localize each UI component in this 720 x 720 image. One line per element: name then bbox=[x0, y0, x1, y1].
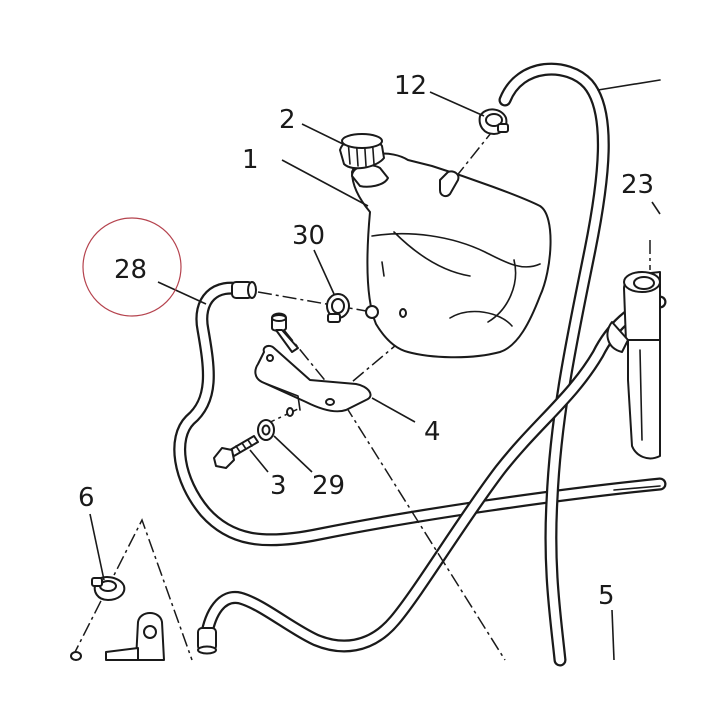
frame-edge-line bbox=[597, 79, 661, 91]
callout-23: 23 bbox=[621, 170, 654, 200]
callout-6: 6 bbox=[78, 483, 95, 513]
hose-clip-12 bbox=[478, 108, 509, 135]
callout-3: 3 bbox=[270, 471, 287, 501]
lower-bracket bbox=[70, 612, 165, 661]
tank-cap bbox=[339, 133, 385, 170]
callout-12: 12 bbox=[394, 71, 427, 101]
axis-line-long bbox=[344, 404, 506, 661]
bolt-3 bbox=[213, 435, 259, 469]
filler-neck-23 bbox=[606, 271, 661, 460]
lower-hose-end bbox=[197, 627, 217, 655]
leader-6 bbox=[89, 513, 105, 581]
callout-4: 4 bbox=[424, 417, 441, 447]
axis-line-6 bbox=[71, 518, 193, 661]
leader-1 bbox=[281, 159, 369, 207]
callout-29: 29 bbox=[312, 471, 345, 501]
leader-2 bbox=[301, 123, 346, 146]
bracket-screw bbox=[271, 312, 299, 353]
hose-main-loop bbox=[173, 281, 667, 547]
washer-29 bbox=[257, 419, 275, 441]
callout-2: 2 bbox=[279, 105, 296, 135]
callout-1: 1 bbox=[242, 145, 259, 175]
leader-28 bbox=[157, 281, 207, 305]
callout-5: 5 bbox=[598, 581, 615, 611]
axis-line-30 bbox=[257, 291, 373, 313]
leader-29 bbox=[273, 435, 313, 473]
expansion-tank bbox=[339, 133, 552, 359]
hose-end-fitting bbox=[231, 281, 257, 299]
callout-30: 30 bbox=[292, 221, 325, 251]
leader-3 bbox=[249, 449, 269, 473]
mounting-bracket bbox=[254, 344, 372, 417]
leader-23 bbox=[651, 201, 661, 215]
hose-lower-sweep bbox=[199, 295, 667, 653]
leader-30 bbox=[313, 249, 335, 295]
frame-edge-line-lower bbox=[613, 485, 661, 491]
axis-line-12 bbox=[454, 127, 496, 179]
hose-clip-6 bbox=[91, 576, 126, 601]
leader-4 bbox=[371, 397, 416, 423]
leader-12 bbox=[429, 91, 485, 117]
callout-28: 28 bbox=[114, 255, 147, 285]
axis-line-4 bbox=[339, 339, 403, 393]
leader-5 bbox=[611, 609, 615, 661]
hose-clip-30 bbox=[326, 293, 350, 323]
highlight-circle-28 bbox=[82, 217, 182, 317]
hose-overflow-vertical bbox=[498, 62, 610, 667]
